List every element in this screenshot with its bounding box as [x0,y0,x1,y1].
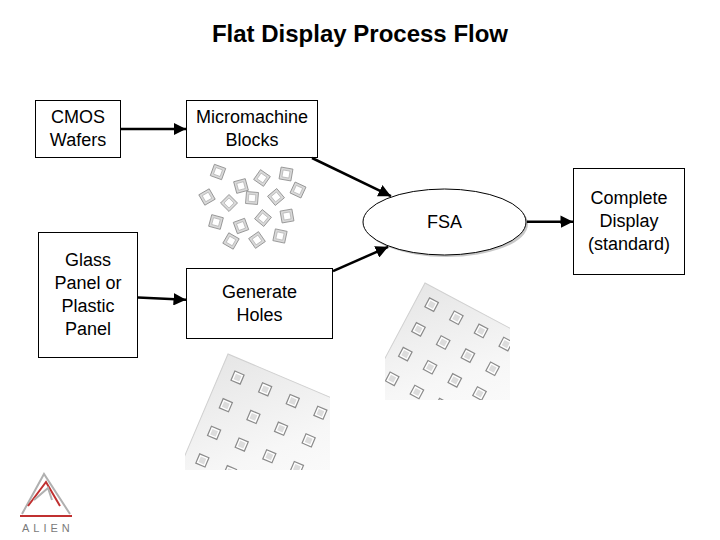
node-text: FSA [427,211,462,234]
flow-arrow [138,297,186,299]
panel-with-holes-illustration [185,354,330,470]
company-logo-mark [20,474,72,516]
flow-arrow [312,158,391,196]
diagram-title: Flat Display Process Flow [0,20,720,48]
process-box: Glass Panel or Plastic Panel [38,232,138,358]
node-text: CMOS Wafers [40,106,116,152]
node-text: Glass Panel or Plastic Panel [51,249,125,341]
flow-arrow [121,128,186,131]
panel-with-holes-illustration [385,283,510,400]
node-text: Micromachine Blocks [191,106,313,152]
process-box: CMOS Wafers [35,100,121,158]
process-box: Generate Holes [186,268,333,339]
process-box: Complete Display (standard) [573,168,685,275]
logo-text: ALIEN [22,522,74,534]
process-box: Micromachine Blocks [186,100,318,158]
node-text: Generate Holes [209,281,310,327]
node-text: Complete Display (standard) [580,187,678,256]
flow-arrow [333,247,388,271]
flow-arrow [527,220,573,223]
process-ellipse: FSA [362,188,527,256]
micromachine-blocks-illustration [199,164,306,249]
